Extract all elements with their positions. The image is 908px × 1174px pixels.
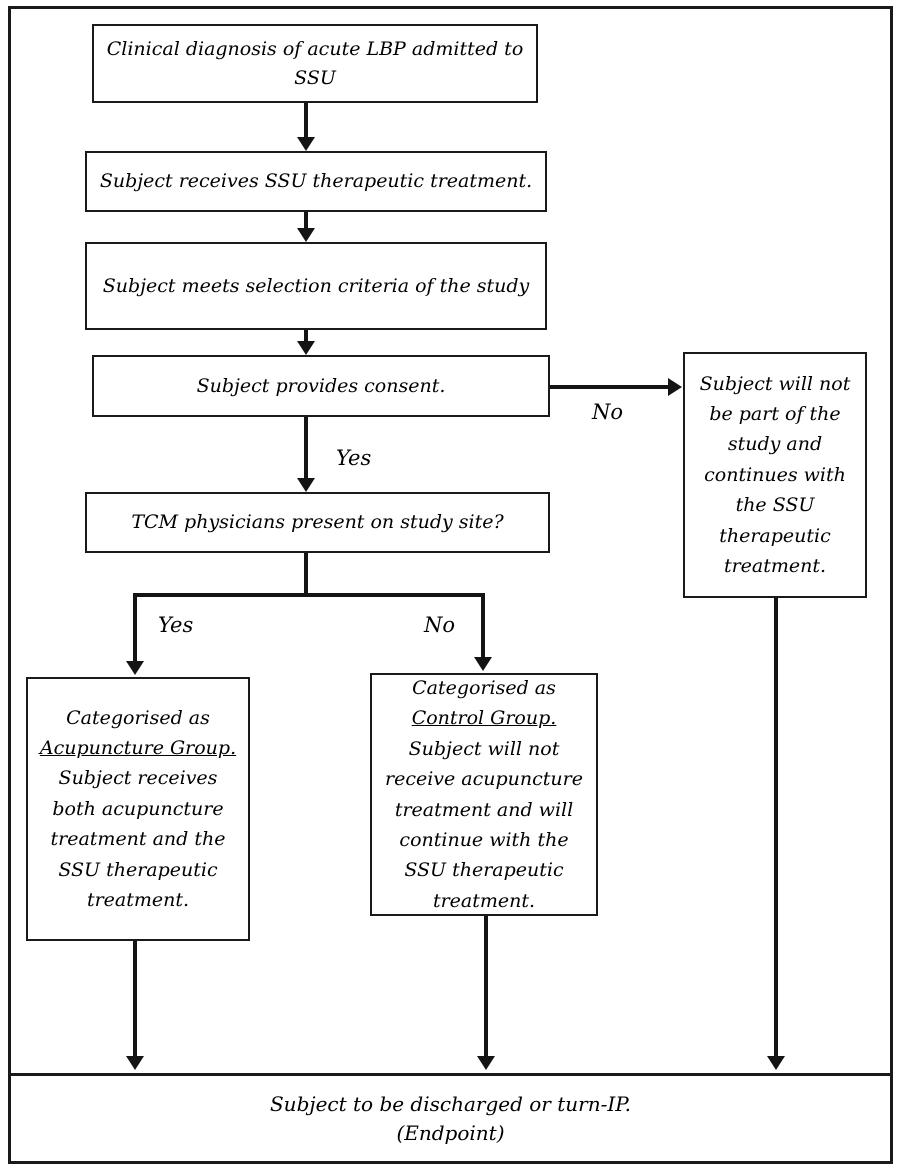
node-acupuncture-group: Categorised as Acupuncture Group. Subjec… <box>26 677 250 941</box>
acupuncture-text-pre: Categorised as <box>66 706 210 729</box>
arrow-tcm-no-line <box>481 593 485 659</box>
tcm-split-crossbar-line <box>133 593 485 597</box>
label-tcm-no: No <box>424 613 456 637</box>
node-consent: Subject provides consent. <box>92 355 550 417</box>
control-group-label: Control Group. <box>411 707 557 730</box>
node-endpoint: Subject to be discharged or turn-IP. (En… <box>8 1073 893 1164</box>
arrow-diagnosis-to-treatment-head-icon <box>297 137 315 151</box>
arrow-acupuncture-to-endpoint-line <box>133 941 137 1058</box>
node-consent-text: Subject provides consent. <box>196 374 446 397</box>
arrow-control-to-endpoint-line <box>484 916 488 1058</box>
arrow-selection-to-consent-head-icon <box>297 341 315 355</box>
arrow-consent-no-line <box>550 385 669 389</box>
node-diagnosis: Clinical diagnosis of acute LBP admitted… <box>92 24 538 103</box>
acupuncture-text-post: Subject receives both acupuncture treatm… <box>50 767 226 911</box>
label-tcm-yes: Yes <box>158 613 194 637</box>
node-tcm-question-text: TCM physicians present on study site? <box>131 511 504 534</box>
label-consent-yes: Yes <box>336 446 372 470</box>
arrow-treatment-to-selection-head-icon <box>297 228 315 242</box>
arrow-consent-yes-line <box>304 417 308 479</box>
node-acupuncture-group-text: Categorised as Acupuncture Group. Subjec… <box>38 703 238 916</box>
arrow-acupuncture-to-endpoint-head-icon <box>126 1056 144 1070</box>
control-text-post: Subject will not receive acupuncture tre… <box>385 737 583 912</box>
arrow-consent-no-head-icon <box>668 378 682 396</box>
node-no-consent-outcome-text: Subject will not be part of the study an… <box>699 372 851 577</box>
arrow-tcm-no-head-icon <box>474 657 492 671</box>
endpoint-line1: Subject to be discharged or turn-IP. <box>269 1091 631 1116</box>
node-tcm-question: TCM physicians present on study site? <box>85 492 550 553</box>
arrow-noconsent-to-endpoint-line <box>774 598 778 1058</box>
arrow-treatment-to-selection-line <box>304 212 308 230</box>
control-text-pre: Categorised as <box>412 676 556 699</box>
arrow-noconsent-to-endpoint-head-icon <box>767 1056 785 1070</box>
endpoint-line2: (Endpoint) <box>396 1120 505 1145</box>
node-diagnosis-text: Clinical diagnosis of acute LBP admitted… <box>106 38 524 89</box>
node-no-consent-outcome: Subject will not be part of the study an… <box>683 352 867 598</box>
node-ssu-treatment-text: Subject receives SSU therapeutic treatme… <box>99 170 533 193</box>
label-consent-no: No <box>592 400 624 424</box>
arrow-selection-to-consent-line <box>304 330 308 343</box>
node-selection-criteria-text: Subject meets selection criteria of the … <box>102 274 530 297</box>
arrow-diagnosis-to-treatment-line <box>304 103 308 139</box>
arrow-tcm-yes-line <box>133 593 137 663</box>
arrow-control-to-endpoint-head-icon <box>477 1056 495 1070</box>
arrow-consent-yes-head-icon <box>297 478 315 492</box>
node-selection-criteria: Subject meets selection criteria of the … <box>85 242 547 330</box>
node-control-group-text: Categorised as Control Group. Subject wi… <box>382 673 586 916</box>
acupuncture-group-label: Acupuncture Group. <box>39 737 237 760</box>
arrow-tcm-yes-head-icon <box>126 661 144 675</box>
node-control-group: Categorised as Control Group. Subject wi… <box>370 673 598 916</box>
tcm-split-stem-line <box>304 553 308 595</box>
node-ssu-treatment: Subject receives SSU therapeutic treatme… <box>85 151 547 212</box>
